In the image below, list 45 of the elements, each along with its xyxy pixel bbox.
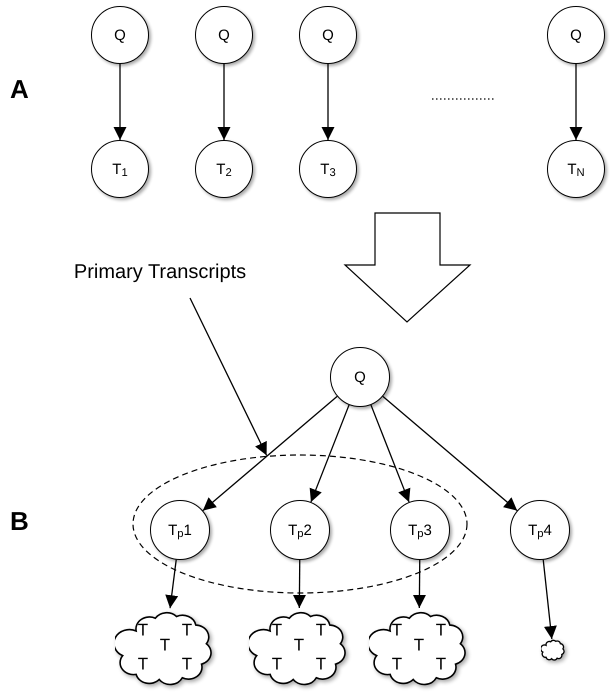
node-label: T$_{3}$ bbox=[320, 162, 336, 176]
node-label: Q bbox=[570, 28, 582, 42]
node-label: T bbox=[294, 636, 304, 654]
arrow bbox=[165, 560, 178, 608]
node-label: T bbox=[272, 656, 282, 672]
node-label: Q bbox=[218, 28, 230, 42]
node-label: T bbox=[392, 622, 402, 639]
node-label: T$_{p}$4 bbox=[528, 522, 552, 538]
arrow bbox=[218, 64, 230, 140]
node-label: T bbox=[182, 656, 192, 672]
node-label: T bbox=[414, 636, 424, 654]
node-label: T bbox=[436, 656, 446, 672]
cloud-shape bbox=[541, 639, 565, 661]
arrow bbox=[310, 404, 350, 502]
arrow bbox=[189, 298, 268, 456]
node-label: T$_{p}$3 bbox=[408, 522, 432, 538]
arrow bbox=[370, 404, 410, 502]
node-label: T bbox=[436, 622, 446, 639]
node-label: T bbox=[392, 656, 402, 672]
node-label: T bbox=[272, 622, 282, 639]
node-label: Q bbox=[322, 28, 334, 42]
arrow bbox=[382, 396, 518, 512]
node-label: Q bbox=[114, 28, 126, 42]
node-label: T bbox=[182, 622, 192, 639]
arrow bbox=[114, 64, 126, 140]
node-label: T bbox=[160, 636, 170, 654]
node-label: T$_{2}$ bbox=[216, 162, 232, 176]
node-label: Q bbox=[354, 370, 366, 384]
node-label: T bbox=[138, 656, 148, 672]
arrow bbox=[202, 396, 338, 512]
node-label: T bbox=[316, 656, 326, 672]
arrow bbox=[412, 560, 426, 608]
node-label: T$_{p}$2 bbox=[288, 522, 312, 538]
arrow bbox=[292, 560, 306, 608]
arrow bbox=[542, 560, 557, 640]
panel-label: A bbox=[10, 76, 29, 102]
node-label: T$_{1}$ bbox=[112, 162, 128, 176]
arrow bbox=[570, 64, 582, 140]
group-label: Primary Transcripts bbox=[74, 260, 246, 285]
node-label: T$_{p}$1 bbox=[168, 522, 192, 538]
node-label: T$_{N}$ bbox=[567, 162, 585, 176]
panel-label: B bbox=[10, 508, 29, 534]
node-label: T bbox=[138, 622, 148, 639]
node-label: T bbox=[316, 622, 326, 639]
arrow bbox=[322, 64, 334, 140]
